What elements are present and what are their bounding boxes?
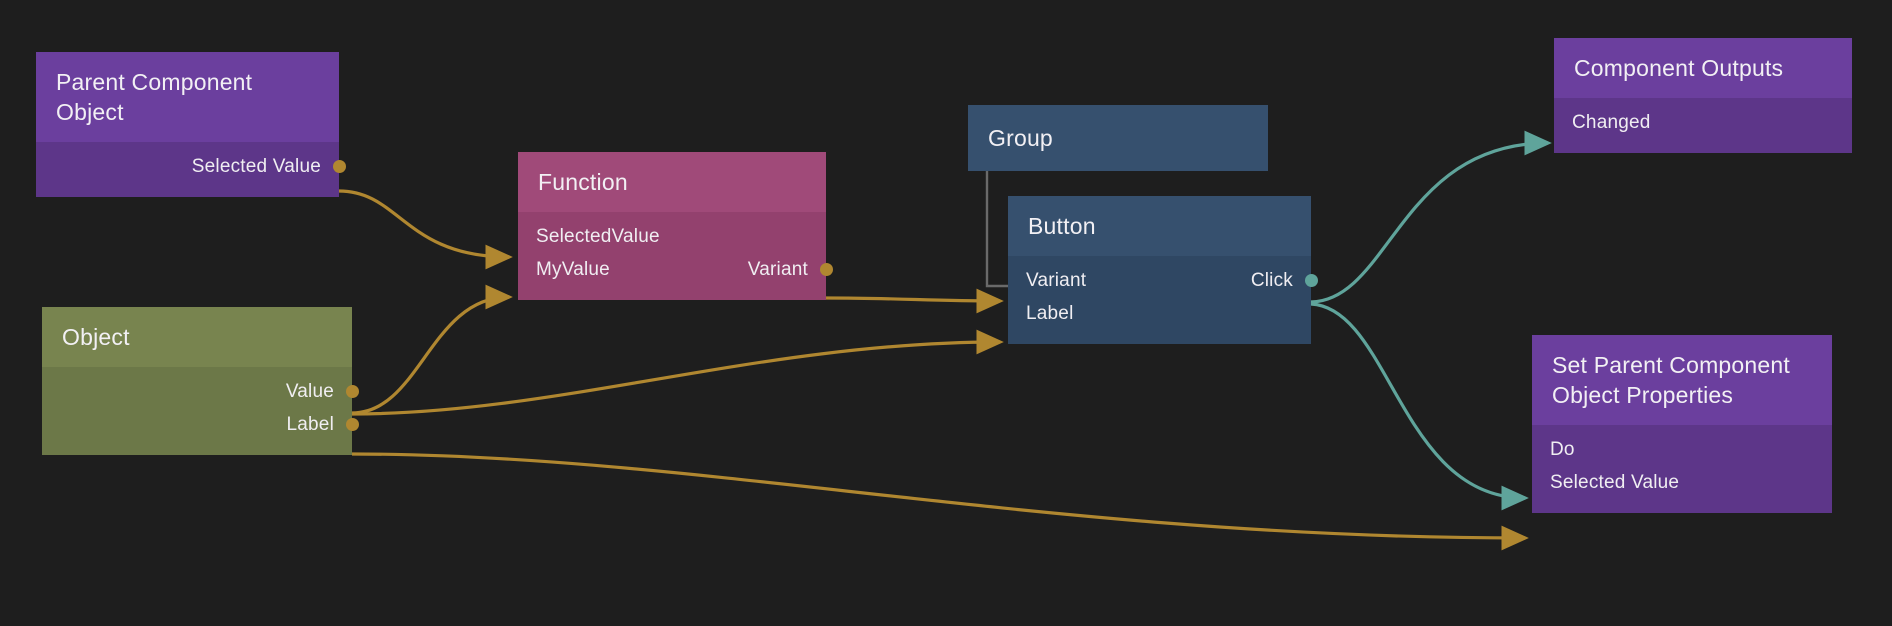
node-ports-object: Value Label xyxy=(42,367,359,455)
port-row-output-label[interactable]: Label xyxy=(42,408,359,441)
edge-function-variant-to-button-variant xyxy=(825,288,1004,314)
node-function[interactable]: Function SelectedValue MyValue Variant xyxy=(518,152,833,300)
node-title-set-parent-component-object-properties: Set Parent Component Object Properties xyxy=(1532,335,1832,425)
node-group[interactable]: Group xyxy=(968,105,1268,171)
node-title-button: Button xyxy=(1008,196,1311,256)
node-parent-component-object[interactable]: Parent Component Object Selected Value xyxy=(36,52,346,197)
edge-button-click-to-component-outputs-changed xyxy=(1310,130,1552,304)
port-label-label: Label xyxy=(286,413,334,435)
port-row-output-value[interactable]: Value xyxy=(42,375,359,408)
port-label-setprops-selected-value: Selected Value xyxy=(1550,471,1680,493)
port-label-selectedvalue: SelectedValue xyxy=(536,225,660,247)
node-set-parent-component-object-properties[interactable]: Set Parent Component Object Properties D… xyxy=(1532,335,1832,513)
node-title-function: Function xyxy=(518,152,826,212)
node-ports-component-outputs: Changed xyxy=(1554,98,1852,153)
port-row-output-selected-value[interactable]: Selected Value xyxy=(36,150,346,183)
port-label-selected-value: Selected Value xyxy=(191,155,321,177)
node-component-outputs[interactable]: Component Outputs Changed xyxy=(1554,38,1852,153)
edge-object-value-to-function-myvalue xyxy=(351,284,513,415)
edge-button-click-to-setprops-do xyxy=(1310,302,1529,511)
port-label-button-variant: Variant xyxy=(1026,269,1087,291)
port-label-do: Do xyxy=(1550,438,1575,460)
port-label-value: Value xyxy=(285,380,334,402)
port-row-variant-click[interactable]: Variant Click xyxy=(1008,264,1318,297)
node-button[interactable]: Button Variant Click Label xyxy=(1008,196,1318,344)
port-dot-label[interactable] xyxy=(345,418,359,431)
port-dot-variant[interactable] xyxy=(819,263,833,276)
node-title-object: Object xyxy=(42,307,352,367)
edge-object-value-to-button-label xyxy=(351,329,1004,416)
port-label-button-label: Label xyxy=(1026,302,1074,324)
node-title-group: Group xyxy=(968,105,1268,171)
port-label-myvalue: MyValue xyxy=(536,258,610,280)
port-row-input-selectedvalue[interactable]: SelectedValue xyxy=(518,220,826,253)
port-label-changed: Changed xyxy=(1572,111,1651,133)
port-dot-click[interactable] xyxy=(1304,274,1318,287)
node-ports-set-parent-component-object-properties: Do Selected Value xyxy=(1532,425,1832,513)
port-row-myvalue-variant[interactable]: MyValue Variant xyxy=(518,253,833,286)
port-dot-selected-value[interactable] xyxy=(332,160,346,173)
port-label-variant: Variant xyxy=(747,258,808,280)
node-ports-function: SelectedValue MyValue Variant xyxy=(518,212,833,300)
node-title-component-outputs: Component Outputs xyxy=(1554,38,1852,98)
port-dot-value[interactable] xyxy=(345,385,359,398)
node-title-parent-component-object: Parent Component Object xyxy=(36,52,339,142)
node-ports-button: Variant Click Label xyxy=(1008,256,1318,344)
port-label-click: Click xyxy=(1250,269,1293,291)
port-row-input-do[interactable]: Do xyxy=(1532,433,1832,466)
port-row-input-changed[interactable]: Changed xyxy=(1554,106,1852,139)
edge-object-label-to-setprops-selectedvalue xyxy=(351,452,1529,551)
node-ports-parent-component-object: Selected Value xyxy=(36,142,346,197)
port-row-input-button-label[interactable]: Label xyxy=(1008,297,1311,330)
edge-pco-selectedvalue-to-function-selectedvalue xyxy=(338,189,513,270)
node-object[interactable]: Object Value Label xyxy=(42,307,359,455)
port-row-input-setprops-selected-value[interactable]: Selected Value xyxy=(1532,466,1832,499)
